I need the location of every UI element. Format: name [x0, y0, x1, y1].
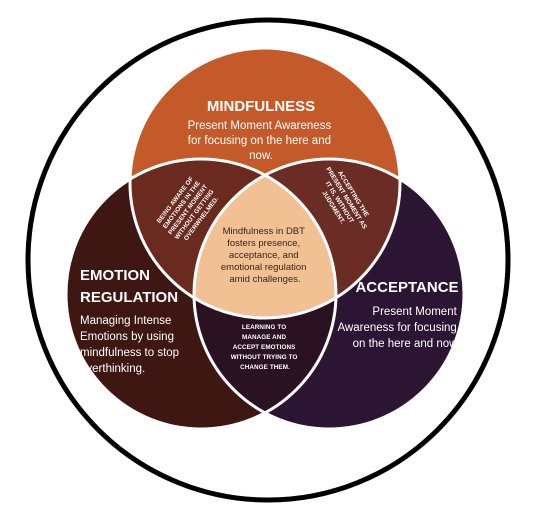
outer-ring — [25, 17, 511, 503]
acceptance-title: ACCEPTANCE — [355, 279, 458, 296]
acceptance-outline — [192, 157, 466, 431]
mindfulness-title: MINDFULNESS — [207, 98, 315, 115]
emotion-acceptance-overlap-text: LEARNING TO MANAGE AND ACCEPT EMOTIONS W… — [231, 324, 300, 371]
mindfulness-outline — [128, 46, 402, 320]
emotion-regulation-title: EMOTION REGULATION — [80, 267, 178, 306]
emotion-regulation-description: Managing Intense Emotions by using mindf… — [80, 315, 182, 375]
center-overlap — [194, 159, 336, 318]
mindfulness-description: Present Moment Awareness for focusing on… — [188, 120, 335, 162]
center-text: Mindfulness in DBT fosters presence, acc… — [221, 226, 309, 285]
emotion-regulation-outline — [64, 157, 338, 431]
acceptance-description: Present Moment Awareness for focusing on… — [337, 306, 460, 350]
